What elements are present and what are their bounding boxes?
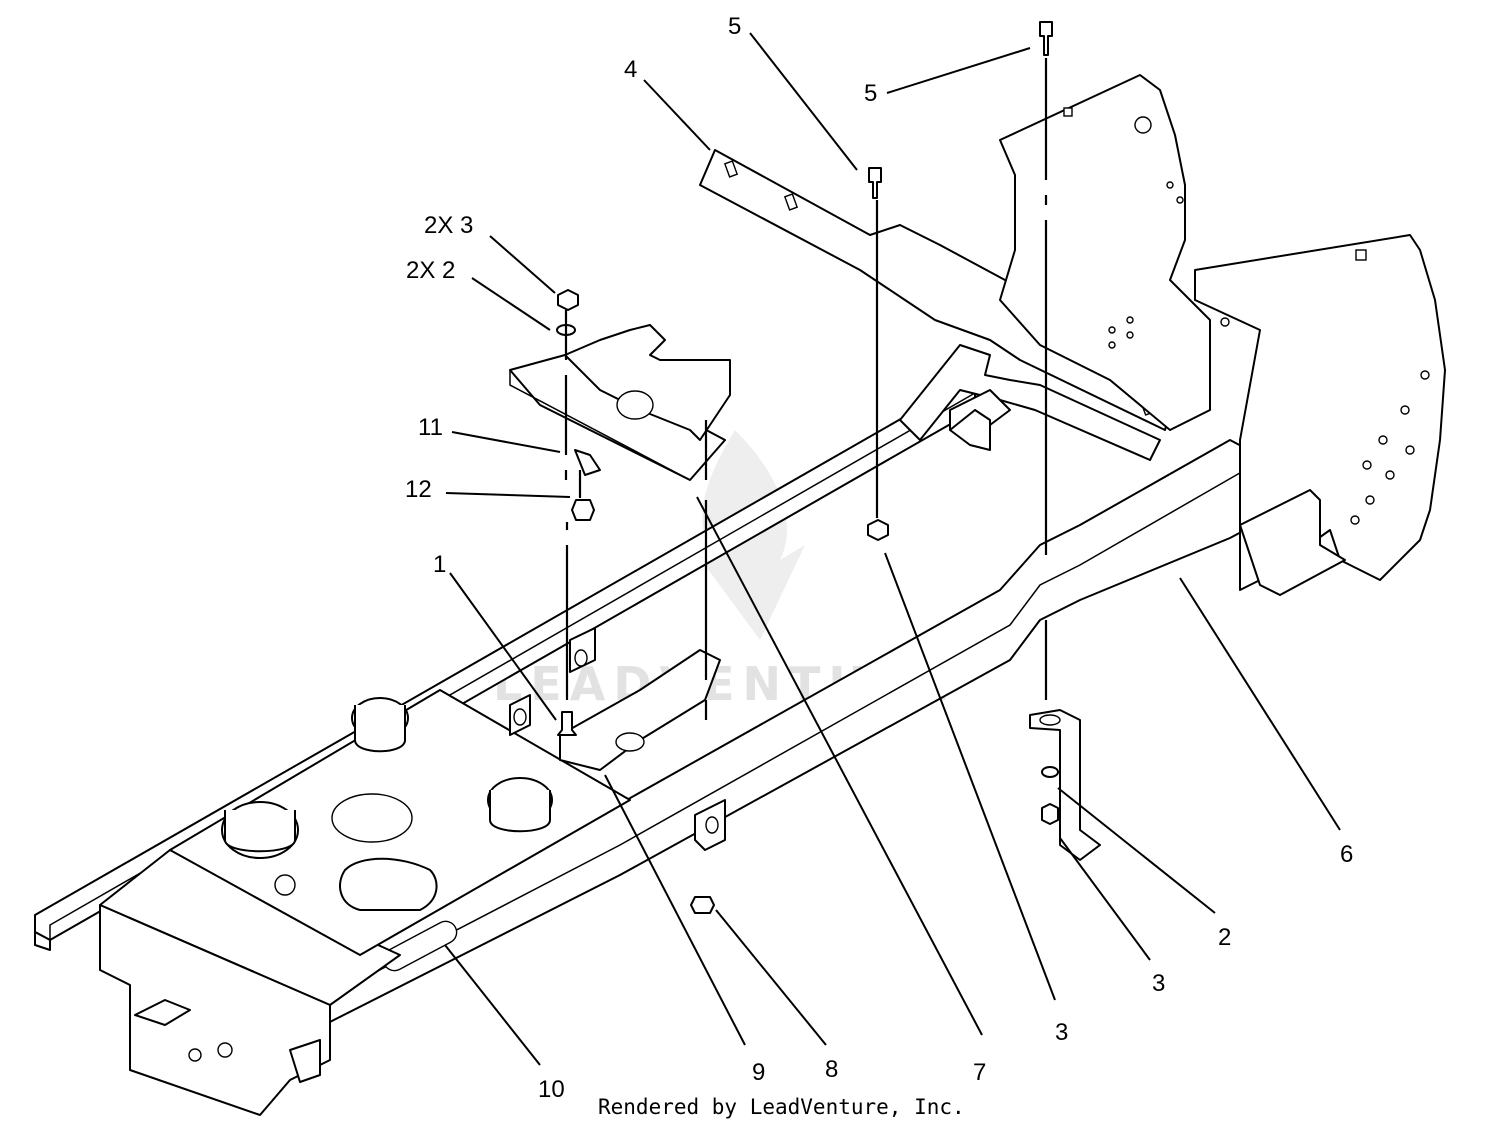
bolt-icon bbox=[557, 711, 577, 736]
callout-12: 12 bbox=[405, 476, 432, 503]
callout-2: 2 bbox=[1218, 924, 1231, 951]
callout-8: 8 bbox=[825, 1056, 838, 1083]
nut-icon bbox=[1041, 803, 1059, 825]
side-plate bbox=[999, 74, 1211, 431]
callout-4: 4 bbox=[624, 56, 637, 83]
rear-frame-box bbox=[99, 849, 401, 1116]
rail-tabs bbox=[289, 627, 726, 1083]
mount-bracket bbox=[509, 324, 731, 481]
bolt-icon bbox=[571, 499, 595, 521]
callout-9: 9 bbox=[752, 1059, 765, 1086]
render-credit: Rendered by LeadVenture, Inc. bbox=[598, 1095, 965, 1119]
hardware bbox=[556, 21, 1059, 914]
hanger-bracket bbox=[1029, 709, 1101, 861]
callout-10: 10 bbox=[538, 1076, 565, 1103]
leader-lines bbox=[444, 32, 1341, 1066]
washer-icon bbox=[1041, 766, 1059, 778]
bolt-icon bbox=[868, 167, 882, 199]
callout-2x3: 2X 3 bbox=[424, 212, 473, 239]
bolt-icon bbox=[1039, 21, 1053, 56]
callouts: 5 5 4 2X 3 2X 2 11 12 1 6 2 3 3 7 8 9 10 bbox=[405, 13, 1353, 1103]
engine-mount-plate bbox=[169, 689, 631, 956]
callout-1: 1 bbox=[433, 551, 446, 578]
callout-7: 7 bbox=[973, 1059, 986, 1086]
bolt-icon bbox=[690, 896, 715, 914]
right-frame-rail bbox=[229, 439, 1246, 1066]
callout-5-right: 5 bbox=[864, 80, 877, 107]
right-side-bracket bbox=[949, 234, 1446, 596]
callout-3-center: 3 bbox=[1055, 1019, 1068, 1046]
callout-6: 6 bbox=[1340, 841, 1353, 868]
callout-5-upper: 5 bbox=[728, 13, 741, 40]
nut-icon bbox=[557, 289, 579, 311]
callout-11: 11 bbox=[418, 414, 443, 441]
callout-3-right: 3 bbox=[1152, 970, 1165, 997]
nut-icon bbox=[867, 519, 889, 541]
assembly-lines bbox=[564, 58, 1048, 720]
callout-2x2: 2X 2 bbox=[406, 257, 455, 284]
